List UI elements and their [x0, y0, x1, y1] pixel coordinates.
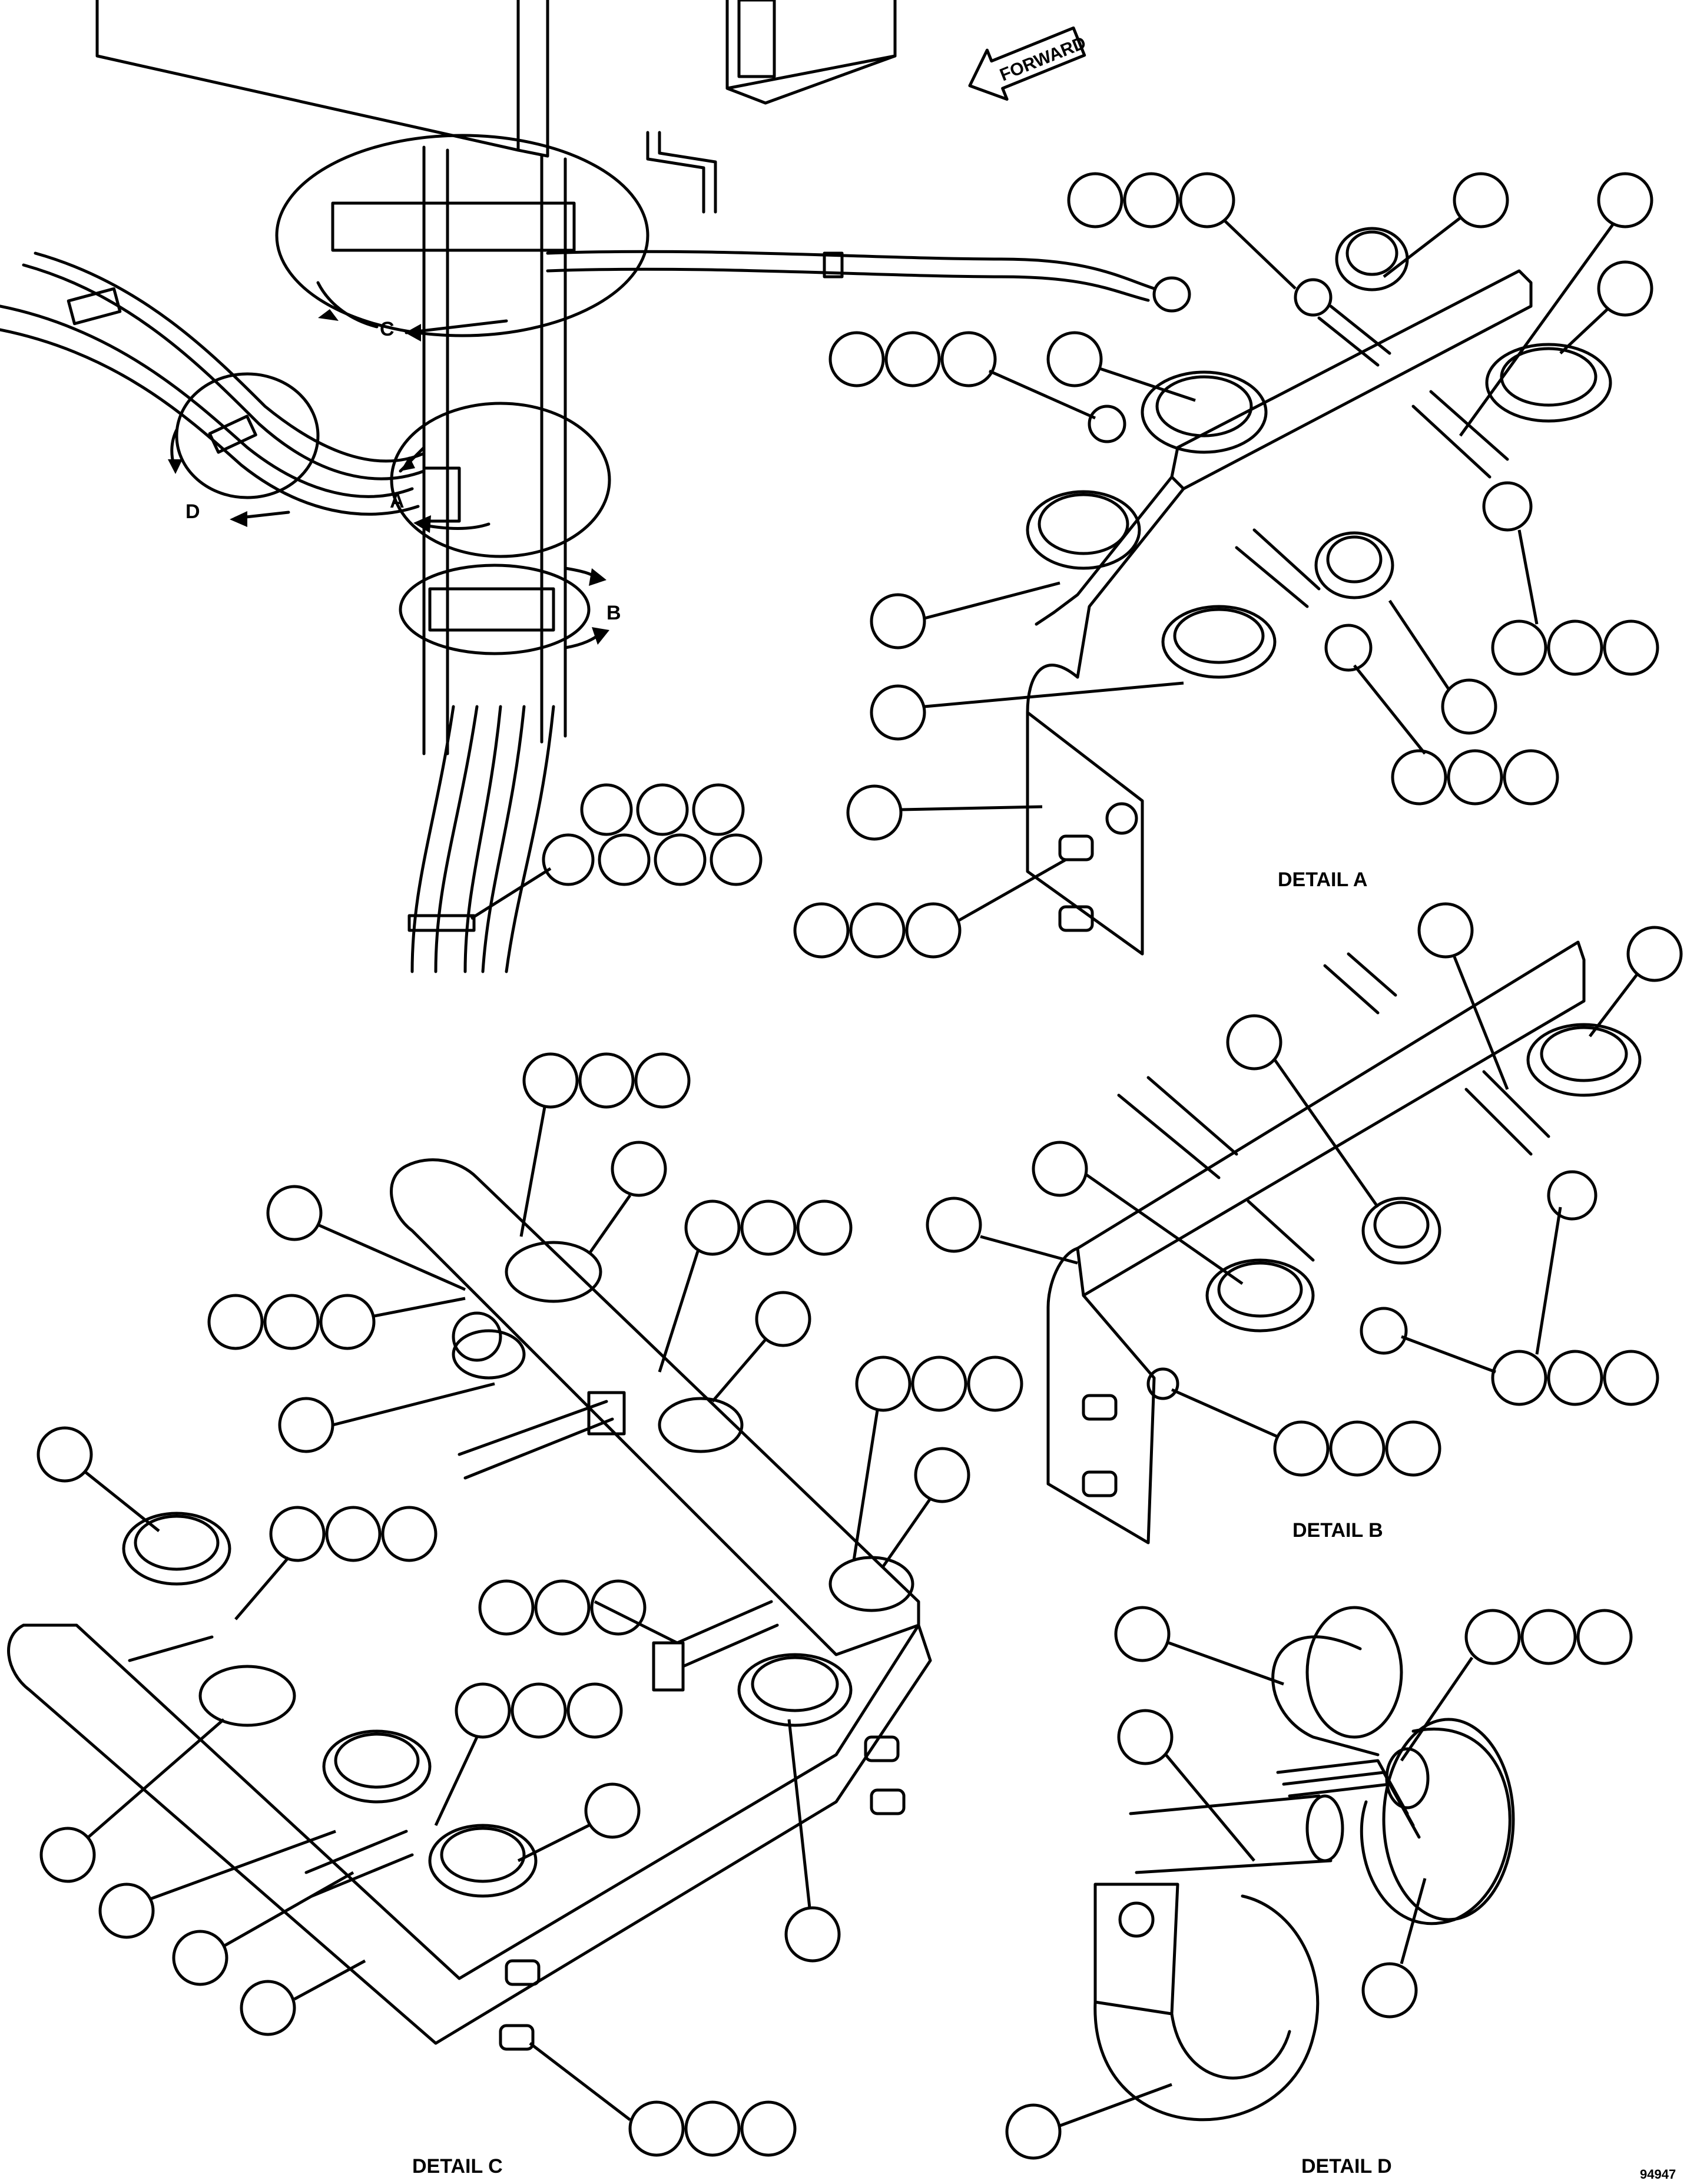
- view-letter-b: B: [606, 602, 621, 624]
- detail-c-caption: DETAIL C: [412, 2155, 503, 2178]
- detail-c: DETAIL C: [7, 1052, 1023, 2178]
- drawing-number: 94947: [1640, 2167, 1676, 2182]
- main-assembly-view: C A B D FORWARD: [0, 0, 1191, 973]
- detail-d-caption: DETAIL D: [1301, 2155, 1392, 2178]
- callout-bubbles-detail-a: [793, 172, 1659, 959]
- callout-bubbles-detail-d: [1005, 1606, 1633, 2160]
- detail-a-caption: DETAIL A: [1278, 869, 1367, 891]
- forward-arrow-icon: FORWARD: [968, 26, 1089, 101]
- callout-bubbles-main: [470, 783, 763, 920]
- view-letter-c: C: [380, 318, 395, 340]
- detail-d: DETAIL D 94947: [1005, 1606, 1676, 2182]
- view-letter-d: D: [185, 501, 200, 523]
- callout-bubbles-detail-b: [926, 902, 1683, 1477]
- detail-b-caption: DETAIL B: [1292, 1519, 1383, 1542]
- view-letter-a: A: [390, 490, 405, 512]
- detail-a: DETAIL A: [793, 172, 1659, 959]
- callout-bubbles-detail-c: [37, 1052, 1023, 2157]
- detail-b: DETAIL B: [926, 902, 1683, 1545]
